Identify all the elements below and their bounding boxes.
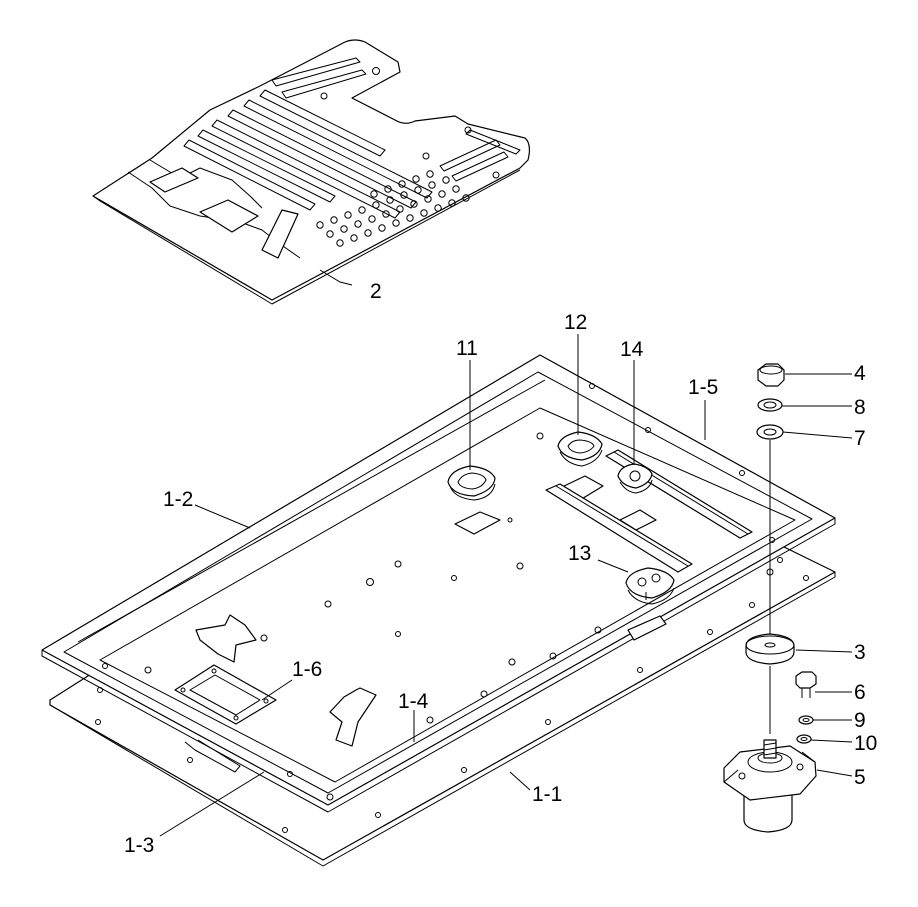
callout-5: 5	[854, 766, 866, 789]
callout-14: 14	[620, 338, 644, 361]
grommet-14	[617, 463, 653, 494]
damper-5	[723, 739, 817, 833]
grommet-12	[557, 431, 603, 467]
callout-10: 10	[854, 732, 877, 755]
rubber-mount-3	[745, 633, 795, 665]
grommet-11	[447, 465, 496, 501]
callout-4: 4	[854, 362, 866, 385]
callout-7: 7	[854, 427, 866, 450]
floor-mat	[92, 39, 531, 305]
callout-9: 9	[854, 709, 866, 732]
callout-1-6: 1-6	[292, 658, 322, 681]
callout-11: 11	[456, 337, 478, 360]
washer-10	[796, 734, 812, 744]
callout-1-1: 1-1	[532, 783, 562, 806]
callout-6: 6	[854, 681, 866, 704]
callout-1-2: 1-2	[163, 488, 193, 511]
callout-1-5: 1-5	[688, 376, 718, 399]
callout-3: 3	[854, 641, 866, 664]
perforation-holes	[316, 170, 470, 247]
callout-1-3: 1-3	[124, 834, 154, 857]
leader-lines	[159, 334, 853, 837]
washer-7	[756, 424, 784, 440]
grommet-13	[625, 567, 675, 605]
callout-2: 2	[370, 280, 382, 303]
callout-12: 12	[564, 311, 587, 334]
nut-4	[757, 363, 785, 387]
callout-1-4: 1-4	[398, 690, 429, 713]
lock-washer-8	[757, 398, 783, 412]
callouts: 2 11 12 14 1-5 4 8 7 1-2 13 3 1-6 6 1-4 …	[124, 280, 877, 857]
callout-8: 8	[854, 396, 866, 419]
bolt-6	[795, 671, 817, 698]
washer-9	[798, 715, 814, 725]
callout-13: 13	[568, 542, 591, 565]
